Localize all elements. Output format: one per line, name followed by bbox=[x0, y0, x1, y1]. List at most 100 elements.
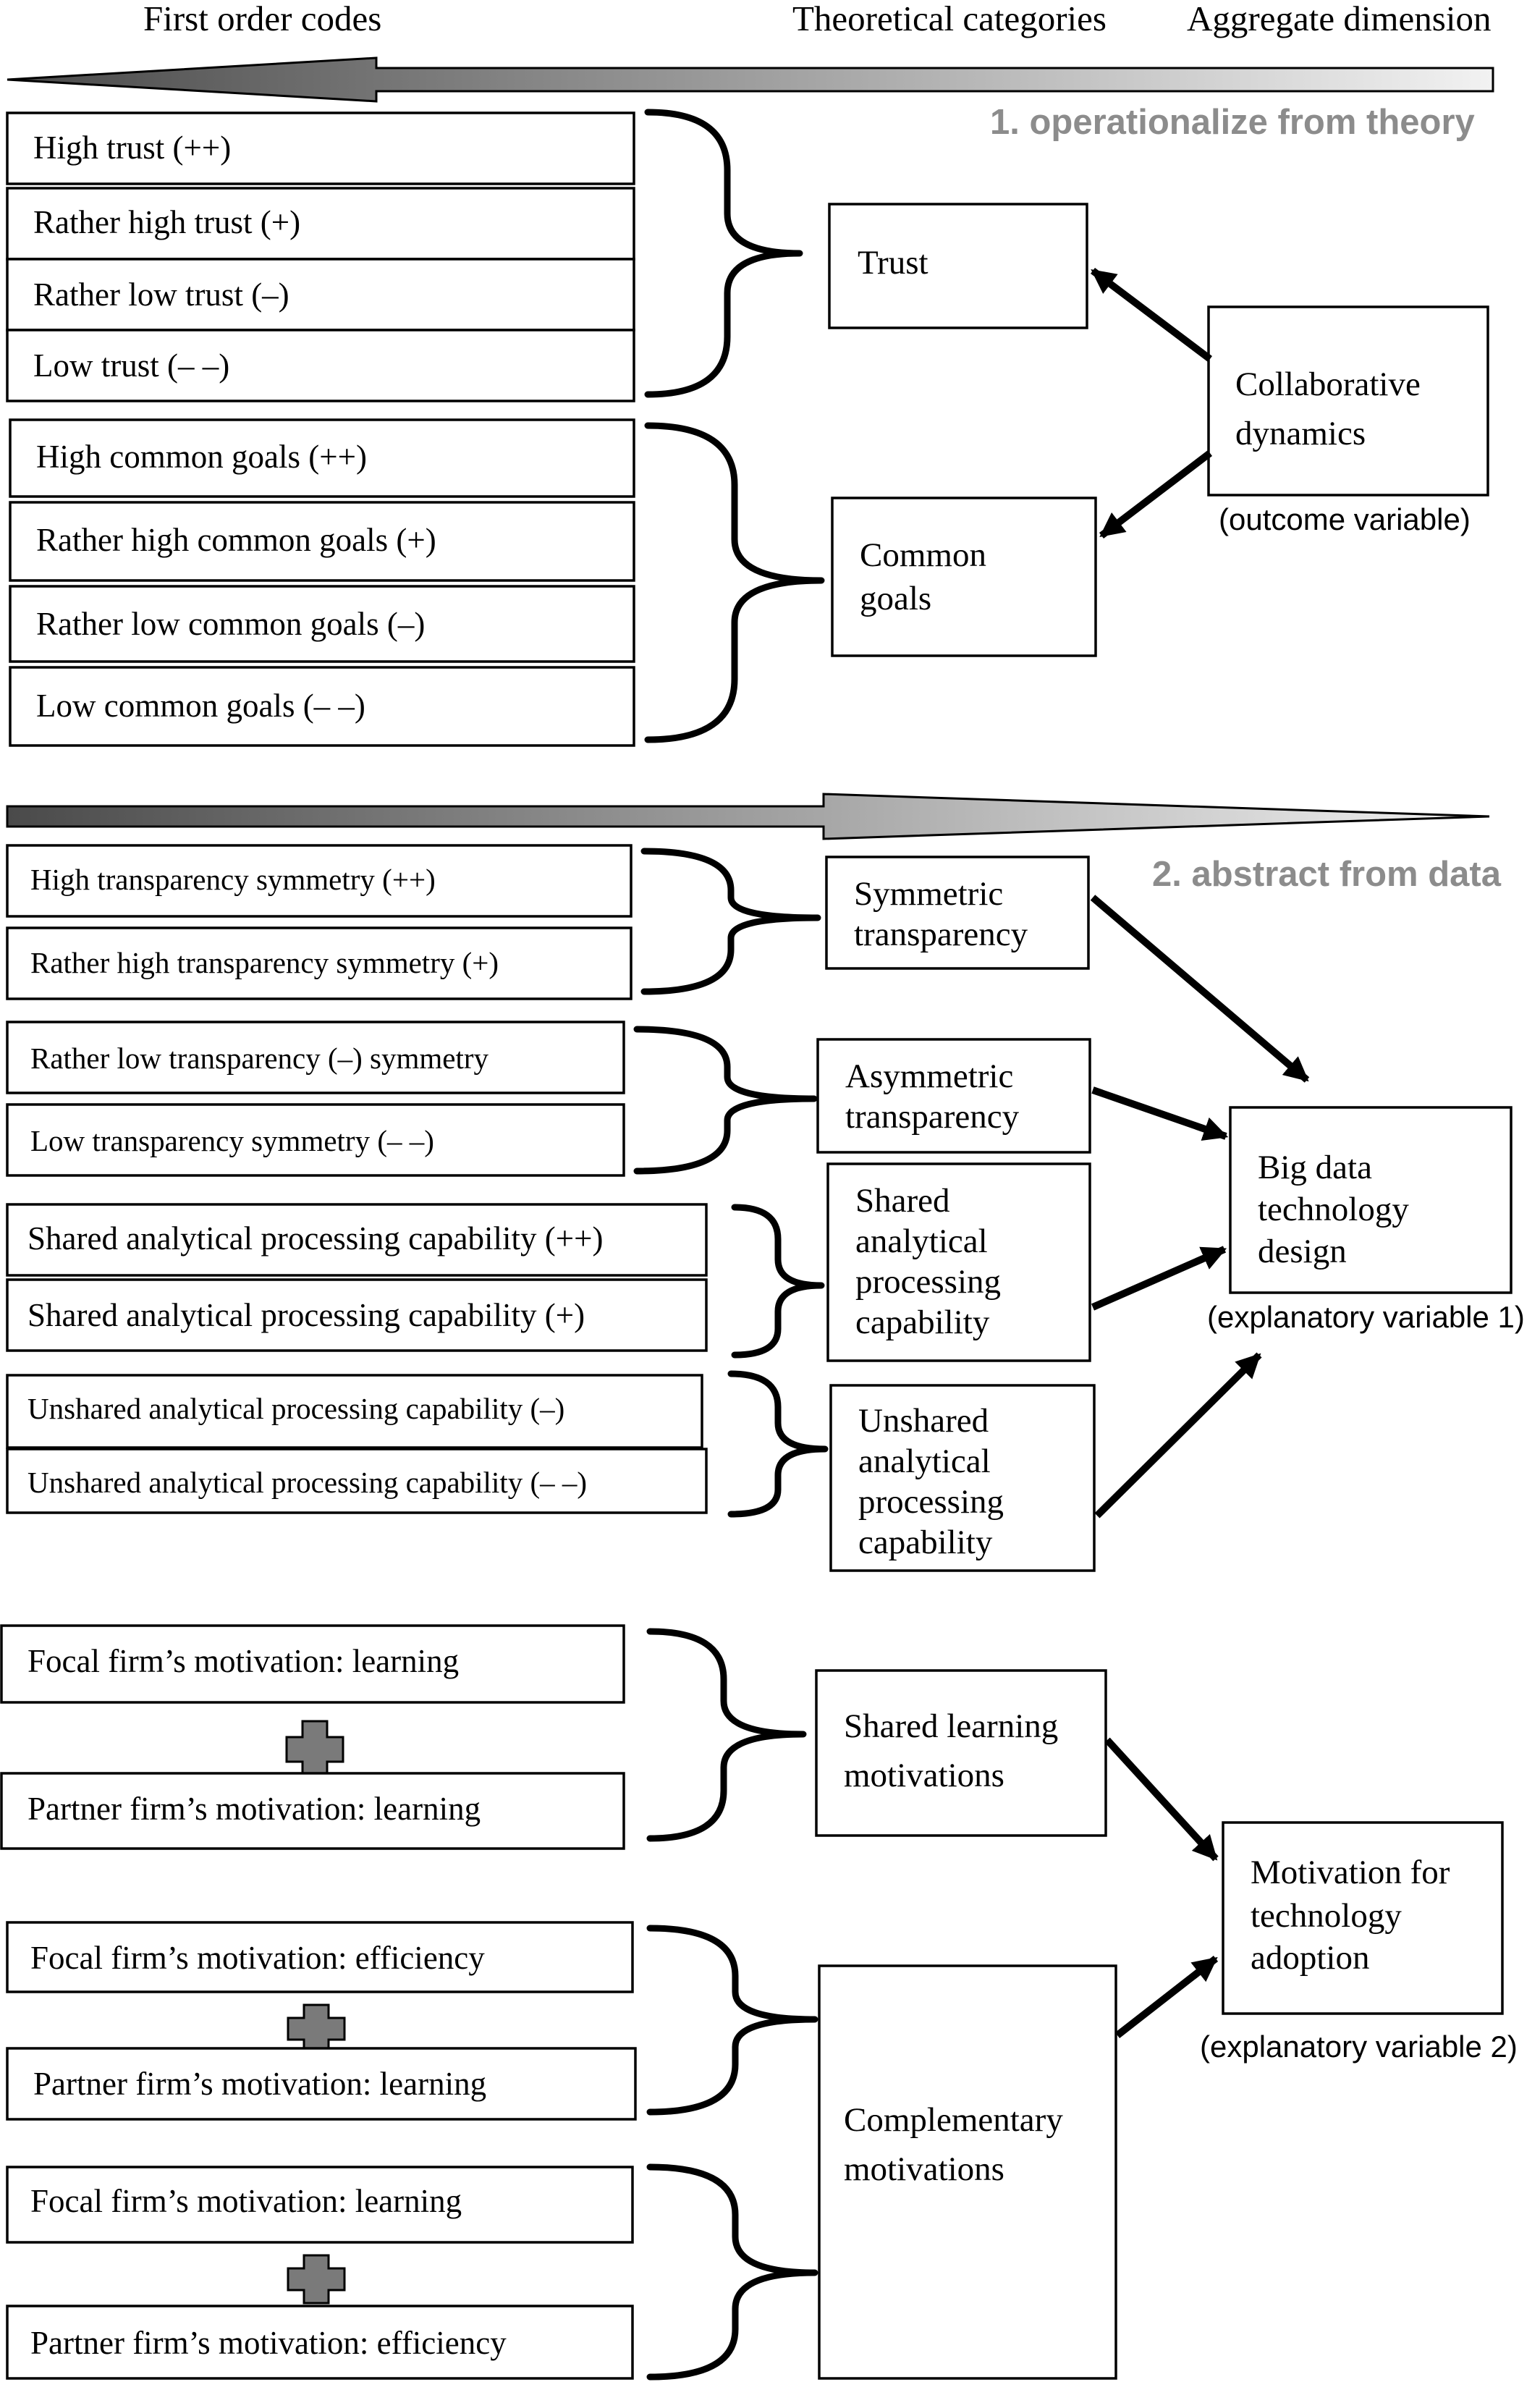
code-label: Partner firm’s motivation: learning bbox=[28, 1791, 481, 1827]
connector-arrow bbox=[1104, 1737, 1219, 1862]
right-direction-arrow bbox=[6, 793, 1490, 840]
category-symmetric-transparency-label: transparency bbox=[854, 916, 1028, 953]
category-shared-capability-label: Shared bbox=[855, 1182, 950, 1220]
category-shared-capability-label: capability bbox=[855, 1304, 990, 1341]
code-box bbox=[0, 1624, 625, 1704]
dimension-big-data-label: design bbox=[1258, 1233, 1347, 1270]
explanatory-variable-2-label: (explanatory variable 2) bbox=[1200, 2030, 1518, 2064]
dimension-motivation-label: technology bbox=[1251, 1897, 1402, 1935]
code-box bbox=[6, 187, 635, 261]
dimension-motivation-box bbox=[1222, 1821, 1504, 2015]
connector-arrow bbox=[1090, 895, 1310, 1083]
connector-arrow bbox=[1114, 1956, 1219, 2038]
code-box bbox=[6, 844, 632, 918]
brace bbox=[644, 422, 825, 743]
code-label: High transparency symmetry (++) bbox=[30, 863, 436, 896]
code-box bbox=[6, 1921, 634, 1993]
code-label: Unshared analytical processing capabilit… bbox=[28, 1466, 587, 1499]
dimension-motivation-label: Motivation for bbox=[1251, 1854, 1450, 1891]
brace bbox=[633, 1026, 818, 1175]
goals-codes-group: High common goals (++) Rather high commo… bbox=[9, 418, 635, 747]
connector-arrow bbox=[1091, 1246, 1227, 1311]
category-trust-box bbox=[828, 203, 1088, 329]
code-label: Partner firm’s motivation: efficiency bbox=[30, 2325, 507, 2361]
category-unshared-capability-label: Unshared bbox=[858, 1402, 989, 1440]
category-unshared-capability-box bbox=[829, 1384, 1096, 1572]
code-box bbox=[6, 1448, 708, 1514]
plus-icon bbox=[285, 1720, 344, 1779]
code-box bbox=[6, 2166, 634, 2244]
category-asymmetric-transparency-label: transparency bbox=[845, 1098, 1020, 1136]
code-box bbox=[6, 1278, 708, 1352]
code-box bbox=[9, 418, 635, 498]
code-label: Focal firm’s motivation: learning bbox=[28, 1643, 459, 1679]
dimension-collaborative-box bbox=[1207, 305, 1489, 497]
trust-codes-group: High trust (++) Rather high trust (+) Ra… bbox=[6, 111, 635, 402]
category-symmetric-transparency-label: Symmetric bbox=[854, 875, 1003, 913]
category-common-goals-label: goals bbox=[860, 580, 931, 617]
category-common-goals-box bbox=[831, 497, 1097, 657]
connector-arrow bbox=[1090, 268, 1213, 362]
category-shared-capability-label: processing bbox=[855, 1263, 1001, 1301]
code-box bbox=[6, 2305, 634, 2380]
code-box bbox=[0, 1772, 625, 1850]
header-first-order-codes: First order codes bbox=[143, 0, 381, 38]
code-label: High trust (++) bbox=[33, 130, 231, 166]
category-shared-learning-label: Shared learning bbox=[844, 1707, 1058, 1745]
category-complementary-label: Complementary bbox=[844, 2101, 1063, 2139]
code-label: Rather low common goals (–) bbox=[36, 606, 425, 642]
category-unshared-capability-label: capability bbox=[858, 1524, 993, 1561]
code-label: Rather high transparency symmetry (+) bbox=[30, 946, 499, 979]
category-unshared-capability-label: analytical bbox=[858, 1443, 991, 1480]
step-2-label: 2. abstract from data bbox=[1152, 855, 1502, 894]
code-label: Focal firm’s motivation: efficiency bbox=[30, 1940, 485, 1976]
explanatory-variable-1-label: (explanatory variable 1) bbox=[1207, 1300, 1525, 1334]
code-label: Focal firm’s motivation: learning bbox=[30, 2183, 462, 2219]
brace bbox=[640, 848, 821, 995]
category-asymmetric-transparency-box bbox=[816, 1038, 1091, 1154]
code-box bbox=[6, 111, 635, 185]
code-label: Rather high common goals (+) bbox=[36, 522, 436, 558]
code-box bbox=[6, 1374, 703, 1449]
category-shared-capability-label: analytical bbox=[855, 1222, 988, 1260]
code-box bbox=[6, 1103, 625, 1177]
connector-arrow bbox=[1099, 450, 1213, 539]
left-direction-arrow bbox=[7, 56, 1494, 103]
code-label: Rather low transparency (–) symmetry bbox=[30, 1042, 489, 1075]
code-label: Shared analytical processing capability … bbox=[28, 1220, 603, 1257]
code-box bbox=[6, 2047, 637, 2121]
code-label: Unshared analytical processing capabilit… bbox=[28, 1392, 564, 1425]
category-shared-capability-box bbox=[826, 1162, 1091, 1362]
header-aggregate-dimension: Aggregate dimension bbox=[1187, 0, 1491, 38]
code-box bbox=[9, 585, 635, 663]
dimension-big-data-box bbox=[1229, 1106, 1512, 1294]
connector-arrow bbox=[1091, 1086, 1229, 1141]
code-box bbox=[6, 926, 632, 1000]
category-complementary-label: motivations bbox=[844, 2150, 1004, 2188]
category-shared-learning-label: motivations bbox=[844, 1757, 1004, 1794]
code-label: Shared analytical processing capability … bbox=[28, 1297, 585, 1333]
code-box bbox=[6, 1021, 625, 1094]
plus-icon bbox=[287, 2003, 346, 2054]
code-box bbox=[9, 501, 635, 582]
plus-icon bbox=[287, 2254, 346, 2305]
category-unshared-capability-label: processing bbox=[858, 1483, 1004, 1521]
category-trust-label: Trust bbox=[858, 244, 928, 282]
code-box bbox=[9, 666, 635, 747]
code-label: Low transparency symmetry (– –) bbox=[30, 1124, 434, 1157]
brace bbox=[646, 1628, 807, 1842]
dimension-big-data-label: technology bbox=[1258, 1191, 1409, 1228]
outcome-variable-label: (outcome variable) bbox=[1219, 502, 1471, 536]
code-label: High common goals (++) bbox=[36, 439, 367, 475]
code-label: Rather high trust (+) bbox=[33, 204, 300, 240]
category-asymmetric-transparency-label: Asymmetric bbox=[845, 1057, 1013, 1095]
code-label: Rather low trust (–) bbox=[33, 276, 289, 313]
code-label: Low trust (– –) bbox=[33, 347, 229, 384]
brace bbox=[727, 1370, 829, 1518]
code-box bbox=[6, 1203, 708, 1277]
code-label: Low common goals (– –) bbox=[36, 688, 365, 724]
dimension-motivation-label: adoption bbox=[1251, 1939, 1369, 1977]
code-box bbox=[6, 258, 635, 331]
brace bbox=[644, 109, 803, 398]
category-shared-learning-box bbox=[815, 1669, 1107, 1837]
